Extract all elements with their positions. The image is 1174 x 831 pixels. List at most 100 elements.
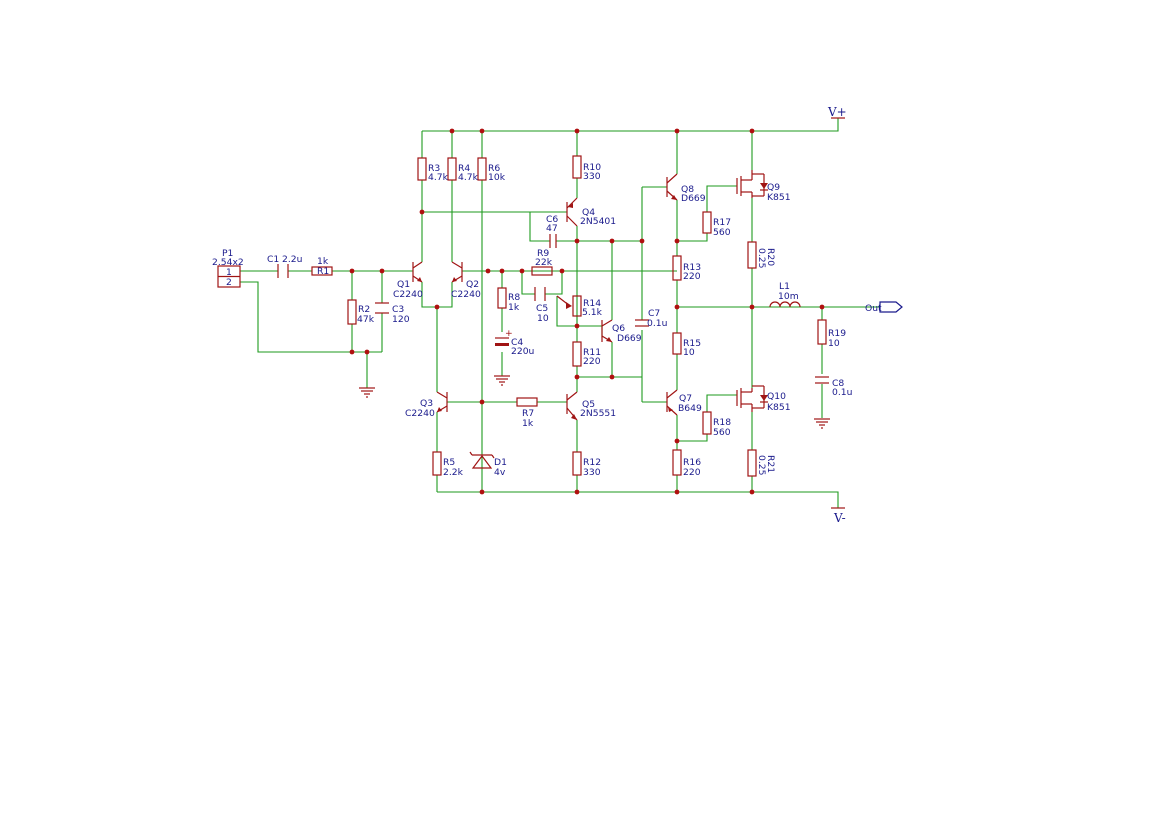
q9-value: K851: [767, 192, 791, 203]
resistor-r21-symbol: [747, 449, 757, 477]
r15-ref: R15: [683, 338, 701, 349]
c4-value: 220u: [511, 346, 534, 357]
q1-value: C2240: [393, 289, 423, 300]
resistor-r4-symbol: [447, 157, 457, 181]
r17-value: 560: [713, 227, 731, 238]
r4-value: 4.7k: [458, 172, 479, 183]
resistor-r9-symbol: [531, 266, 553, 276]
c1-ref: C1: [267, 254, 279, 265]
vminus-label: V-: [833, 511, 846, 525]
ground-symbol-2: [494, 375, 510, 386]
q7-value: B649: [678, 403, 702, 414]
resistor-r13-symbol: [672, 255, 682, 281]
r6-ref: R6: [488, 163, 500, 174]
r13-ref: R13: [683, 262, 701, 273]
r9-ref: R9: [537, 248, 549, 259]
q10-ref: Q10: [767, 391, 786, 402]
resistor-r17-symbol: [702, 211, 712, 234]
resistor-r7-symbol: [516, 397, 538, 407]
q5-value: 2N5551: [580, 408, 616, 419]
q3-ref: Q3: [420, 398, 433, 409]
transistor-q6-symbol: [601, 319, 613, 343]
r12-ref: R12: [583, 457, 601, 468]
r15-value: 10: [683, 347, 695, 358]
connector-p1-symbol: [217, 265, 241, 288]
c7-value: 0.1u: [647, 318, 667, 329]
q9-ref: Q9: [767, 182, 780, 193]
r21-value: 0.25: [756, 455, 767, 476]
connector-value: 2.54x2: [212, 257, 244, 268]
r14-ref: R14: [583, 298, 601, 309]
r3-ref: R3: [428, 163, 440, 174]
r11-value: 220: [583, 356, 601, 367]
q3-value: C2240: [405, 408, 435, 419]
q5-ref: Q5: [582, 399, 595, 410]
capacitor-c3-symbol: [375, 302, 389, 314]
r13-value: 220: [683, 271, 701, 282]
c8-value: 0.1u: [832, 387, 852, 398]
resistor-r12-symbol: [572, 451, 582, 476]
capacitor-c8-symbol: [815, 376, 829, 384]
r6-value: 10k: [488, 172, 506, 183]
resistor-r6-symbol: [477, 157, 487, 181]
r16-ref: R16: [683, 457, 701, 468]
r5-value: 2.2k: [443, 467, 464, 478]
junctions: [349, 128, 825, 495]
r18-value: 560: [713, 427, 731, 438]
resistor-r16-symbol: [672, 449, 682, 476]
connector-pin1: 1: [226, 267, 232, 278]
capacitor-c1-symbol: [277, 264, 289, 278]
output-port-symbol: [879, 301, 903, 313]
r12-value: 330: [583, 467, 601, 478]
transistor-q7-symbol: [666, 389, 678, 416]
connector-ref: P1: [222, 248, 233, 259]
resistor-r19-symbol: [817, 319, 827, 345]
c4-ref: C4: [511, 337, 523, 348]
r20-value: 0.25: [756, 248, 767, 269]
r10-ref: R10: [583, 162, 601, 173]
d1-value: 4v: [494, 467, 506, 478]
r21-ref: R21: [765, 455, 776, 473]
r19-value: 10: [828, 338, 840, 349]
resistor-r15-symbol: [672, 332, 682, 355]
q7-ref: Q7: [679, 393, 692, 404]
q2-value: C2240: [451, 289, 481, 300]
d1-ref: D1: [494, 457, 507, 468]
q6-ref: Q6: [612, 323, 625, 334]
q4-value: 2N5401: [580, 216, 616, 227]
r14-value: 5.1k: [582, 307, 603, 318]
ground-symbol-1: [359, 387, 375, 398]
capacitor-c5-symbol: [534, 287, 546, 301]
c1-value: 2.2u: [282, 254, 302, 265]
r2-value: 47k: [357, 314, 375, 325]
q8-value: D669: [681, 193, 706, 204]
resistor-r1-symbol: [311, 266, 333, 276]
capacitor-c7-symbol: [635, 319, 649, 327]
c5-value: 10: [537, 313, 549, 324]
resistor-r8-symbol: [497, 287, 507, 309]
r2-ref: R2: [358, 304, 370, 315]
c3-ref: C3: [392, 304, 404, 315]
q6-value: D669: [617, 333, 642, 344]
r11-ref: R11: [583, 347, 601, 358]
resistor-r11-symbol: [572, 341, 582, 367]
transistor-q8-symbol: [666, 173, 678, 201]
c6-value: 47: [546, 223, 558, 234]
c5-ref: C5: [536, 303, 548, 314]
r1-ref: R1: [317, 266, 329, 277]
resistor-r10-symbol: [572, 155, 582, 179]
vplus-label: V+: [827, 105, 847, 119]
r3-value: 4.7k: [428, 172, 449, 183]
r8-value: 1k: [508, 302, 520, 313]
inductor-l1-symbol: [769, 301, 801, 308]
c6-ref: C6: [546, 214, 558, 225]
r1-value: 1k: [317, 256, 329, 267]
ground-symbol-3: [814, 418, 830, 429]
q8-ref: Q8: [681, 184, 694, 195]
c7-ref: C7: [648, 308, 660, 319]
r4-ref: R4: [458, 163, 470, 174]
r18-ref: R18: [713, 417, 731, 428]
capacitor-c6-symbol: [549, 234, 557, 248]
q4-ref: Q4: [582, 207, 595, 218]
